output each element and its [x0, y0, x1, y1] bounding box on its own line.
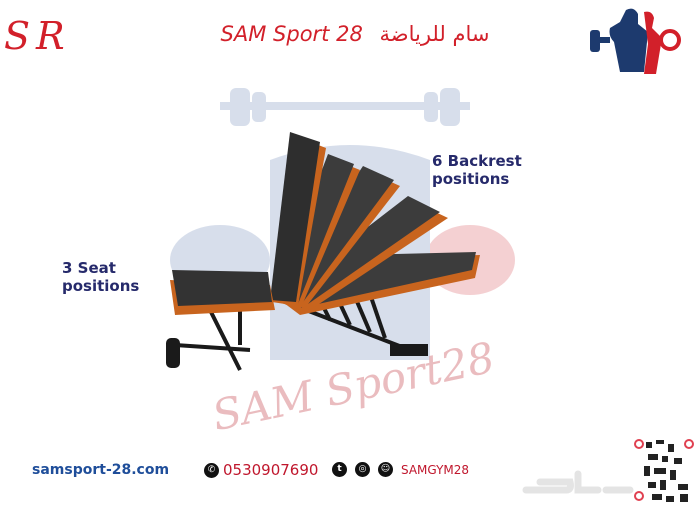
social-handle[interactable]: SAMGYM28: [401, 462, 470, 477]
backrest-positions-label: 6 Backrest positions: [432, 152, 522, 188]
seat-label-line2: positions: [62, 277, 140, 295]
seat-positions-label: 3 Seat positions: [62, 259, 139, 295]
backrest-positions: [270, 132, 480, 315]
whatsapp-icon: ✆: [204, 462, 219, 478]
adjustable-bench: [166, 132, 480, 371]
backrest-label-line1: 6 Backrest: [432, 152, 522, 170]
brand-title: SAM Sport 28 سام للرياضة: [190, 22, 520, 46]
phone-text: 0530907690: [223, 461, 319, 479]
haraj-logo-icon: [522, 470, 634, 494]
instagram-icon[interactable]: ◎: [355, 462, 370, 477]
sr-logo: SR: [4, 14, 71, 58]
brand-title-arabic: سام للرياضة: [379, 22, 490, 46]
phone-number[interactable]: ✆ 0530907690: [204, 461, 318, 479]
backrest-label-line2: positions: [432, 170, 510, 188]
athlete-logo-icon: [590, 8, 681, 75]
brand-title-latin: SAM Sport 28: [220, 22, 363, 46]
seat-label-line1: 3 Seat: [62, 259, 116, 277]
snapchat-icon[interactable]: ☺: [378, 462, 393, 477]
qr-code-icon[interactable]: [634, 438, 694, 504]
tumblr-icon[interactable]: t: [332, 462, 347, 477]
social-links: t ◎ ☺ SAMGYM28: [332, 462, 469, 477]
website-link[interactable]: samsport-28.com: [32, 462, 170, 478]
